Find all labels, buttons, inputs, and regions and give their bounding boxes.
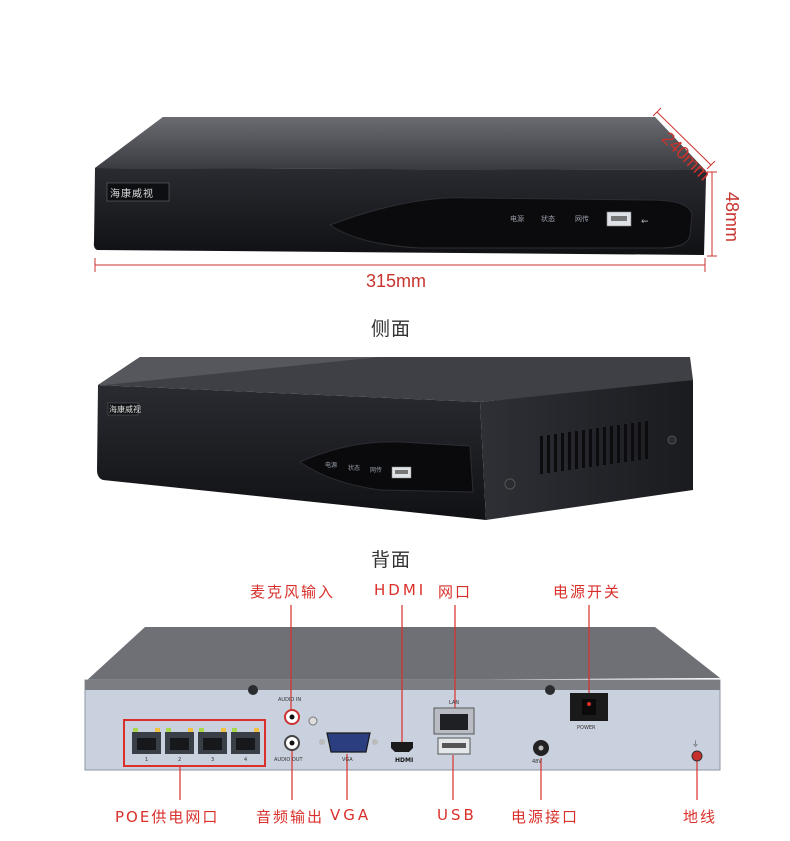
front-brand-logo: 海康威视 (110, 189, 154, 200)
front-panel-label-power: 电源 (510, 215, 524, 223)
poe-port-number-2: 2 (178, 757, 182, 763)
callout-poe: POE供电网口 (115, 808, 220, 826)
dimension-width: 315mm (366, 271, 427, 291)
usb-symbol-icon: ⇜ (641, 217, 649, 227)
side-panel-label-status: 状态 (348, 465, 361, 472)
back-view: ⏚ AUDIO IN AUDIO OUT VGA HDMI LAN POWER … (0, 600, 790, 800)
side-panel-label-power: 电源 (325, 462, 338, 469)
callout-audio-out: 音频输出 (256, 808, 325, 826)
callout-usb: USB (437, 806, 477, 824)
label-hdmi: HDMI (395, 757, 414, 764)
label-audio-in: AUDIO IN (278, 697, 302, 703)
label-power: POWER (577, 725, 596, 731)
callout-lan: 网口 (438, 583, 473, 601)
callout-mic-in: 麦克风输入 (250, 583, 336, 601)
label-lan: LAN (449, 700, 460, 706)
callout-hdmi: HDMI (374, 581, 427, 599)
side-view-title: 侧面 (371, 318, 412, 340)
back-view-drawing: ⏚ (84, 605, 721, 800)
front-view: ⇜ 海康威视 电源 状态 网传 240mm 48mm 315mm (0, 0, 790, 300)
ground-symbol-icon: ⏚ (692, 740, 699, 748)
poe-port-number-1: 1 (145, 757, 149, 763)
callout-power-port: 电源接口 (511, 808, 580, 826)
label-voltage: 48V (532, 759, 542, 765)
label-vga: VGA (342, 757, 353, 763)
dimension-height: 48mm (722, 192, 742, 243)
front-panel-label-network: 网传 (575, 215, 589, 223)
front-view-drawing: ⇜ (93, 107, 717, 272)
callout-power-switch: 电源开关 (553, 583, 622, 601)
poe-port-number-3: 3 (211, 757, 215, 763)
side-view: 海康威视 电源 状态 网传 (0, 340, 790, 540)
callout-vga: VGA (330, 806, 372, 824)
back-view-title: 背面 (371, 549, 412, 571)
label-audio-out: AUDIO OUT (274, 757, 303, 763)
side-view-drawing (97, 357, 693, 520)
side-brand-logo: 海康威视 (109, 405, 141, 414)
poe-port-number-4: 4 (244, 757, 248, 763)
callout-ground: 地线 (683, 808, 718, 826)
front-panel-label-status: 状态 (541, 215, 555, 223)
side-panel-label-network: 网传 (370, 467, 383, 474)
